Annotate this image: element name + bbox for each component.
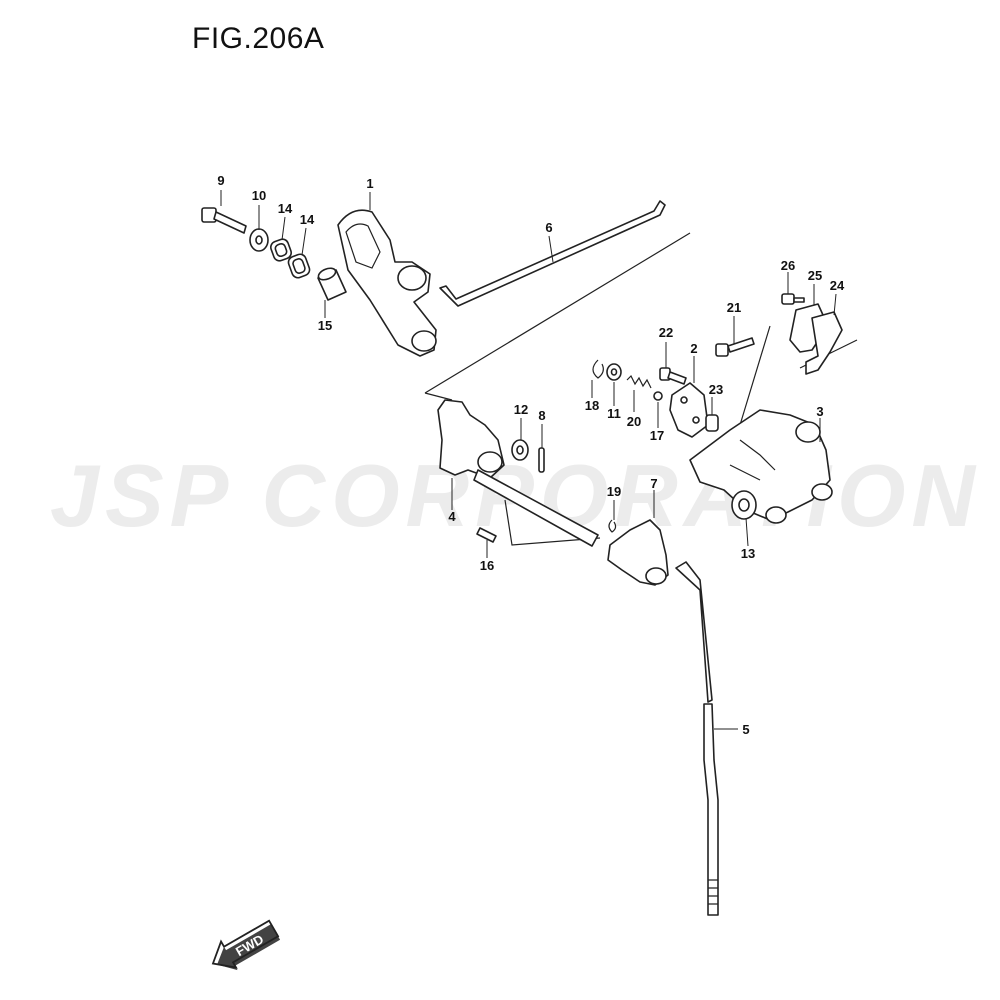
callout-1: 1 — [366, 176, 373, 191]
part-1-lever — [337, 209, 437, 357]
callout-14b: 14 — [300, 212, 315, 227]
callout-14a: 14 — [278, 201, 293, 216]
callout-9: 9 — [217, 173, 224, 188]
callout-22: 22 — [659, 325, 673, 340]
part-14-ring-a — [270, 238, 292, 262]
part-8-pin — [538, 447, 545, 473]
part-26-bolt — [781, 293, 805, 305]
part-11-washer — [606, 363, 622, 381]
callout-24: 24 — [830, 278, 845, 293]
part-10-washer — [249, 228, 269, 252]
fwd-arrow-icon: FWD — [211, 919, 281, 971]
part-5-rod — [675, 561, 719, 916]
part-21-bolt — [715, 337, 755, 357]
part-23-pin — [705, 414, 719, 432]
part-13-washer — [731, 490, 757, 520]
callout-20: 20 — [627, 414, 641, 429]
part-6-rod — [439, 200, 666, 307]
callout-12: 12 — [514, 402, 528, 417]
callout-7: 7 — [650, 476, 657, 491]
callout-18: 18 — [585, 398, 599, 413]
part-22-bolt — [659, 367, 687, 385]
callout-2: 2 — [690, 341, 697, 356]
part-9-bolt — [201, 207, 247, 234]
part-16-pin — [476, 527, 497, 543]
part-7-connector — [607, 519, 669, 586]
callout-21: 21 — [727, 300, 741, 315]
part-18-circlip — [592, 359, 604, 379]
callout-6: 6 — [545, 220, 552, 235]
callout-23: 23 — [709, 382, 723, 397]
part-15-collar — [317, 267, 347, 301]
callout-13: 13 — [741, 546, 755, 561]
callout-25: 25 — [808, 268, 822, 283]
part-4-bracket — [437, 399, 599, 547]
callout-5: 5 — [742, 722, 749, 737]
callout-26: 26 — [781, 258, 795, 273]
callout-19: 19 — [607, 484, 621, 499]
part-2-plate — [669, 382, 709, 438]
leader-lines — [220, 190, 837, 730]
callout-3: 3 — [816, 404, 823, 419]
callout-10: 10 — [252, 188, 266, 203]
figure-title: FIG.206A — [192, 22, 325, 55]
part-17-ball — [653, 391, 663, 401]
callout-17: 17 — [650, 428, 664, 443]
callout-4: 4 — [448, 509, 456, 524]
callout-8: 8 — [538, 408, 545, 423]
part-19-clip — [608, 519, 617, 533]
part-14-ring-b — [287, 253, 311, 279]
callout-15: 15 — [318, 318, 332, 333]
part-3-housing — [689, 409, 833, 524]
part-24-bracket — [805, 311, 843, 375]
callout-labels: 9 10 14 14 15 1 6 12 8 4 16 19 7 5 18 11… — [217, 173, 845, 737]
part-20-spring — [626, 374, 652, 389]
callout-16: 16 — [480, 558, 494, 573]
part-12-washer — [511, 439, 529, 461]
callout-11: 11 — [607, 406, 621, 421]
